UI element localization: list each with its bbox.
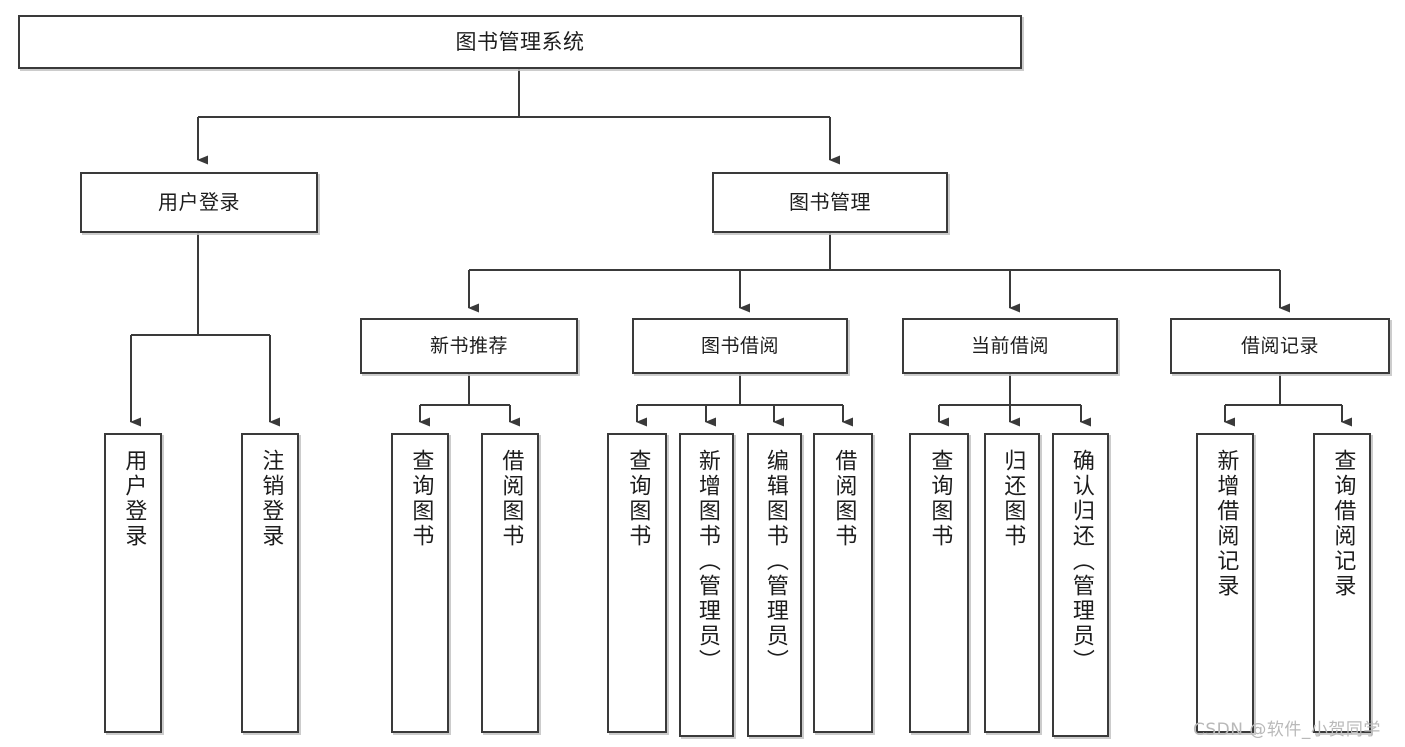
node-label: 查询借阅记录 — [1330, 449, 1356, 599]
node-label: 查询图书 — [625, 449, 651, 549]
node-label: 用户登录 — [121, 449, 147, 549]
node-label: 当前借阅 — [970, 334, 1049, 357]
node-label: 借阅图书 — [831, 449, 857, 549]
node-user-login[interactable]: 用户登录 — [80, 172, 318, 233]
node-label: 图书借阅 — [700, 334, 779, 357]
node-book-management[interactable]: 图书管理 — [712, 172, 948, 233]
node-borrow-record[interactable]: 借阅记录 — [1170, 318, 1390, 374]
node-label: 新增借阅记录 — [1213, 449, 1239, 599]
node-label: 确认归还（管理员） — [1068, 449, 1094, 674]
csdn-watermark: CSDN @软件_小贺同学 — [1193, 720, 1381, 740]
node-leaf-query-book-borrow[interactable]: 查询图书 — [607, 433, 667, 733]
node-label: 图书管理系统 — [455, 29, 585, 54]
node-leaf-edit-book-admin[interactable]: 编辑图书（管理员） — [747, 433, 802, 737]
node-root-system[interactable]: 图书管理系统 — [18, 15, 1022, 69]
node-label: 用户登录 — [158, 189, 240, 214]
node-label: 注销登录 — [258, 449, 284, 549]
node-leaf-query-borrow-record[interactable]: 查询借阅记录 — [1313, 433, 1371, 733]
node-label: 新书推荐 — [429, 334, 508, 357]
node-leaf-query-book-current[interactable]: 查询图书 — [909, 433, 969, 733]
node-leaf-return-book[interactable]: 归还图书 — [984, 433, 1040, 733]
node-label: 借阅图书 — [498, 449, 524, 549]
node-label: 归还图书 — [1000, 449, 1026, 549]
node-label: 新增图书（管理员） — [694, 449, 720, 674]
node-leaf-borrow-book[interactable]: 借阅图书 — [813, 433, 873, 733]
node-label: 查询图书 — [408, 449, 434, 549]
node-leaf-borrow-book-recommend[interactable]: 借阅图书 — [481, 433, 539, 733]
node-leaf-add-borrow-record[interactable]: 新增借阅记录 — [1196, 433, 1254, 733]
node-leaf-confirm-return-admin[interactable]: 确认归还（管理员） — [1052, 433, 1109, 737]
node-label: 借阅记录 — [1240, 334, 1319, 357]
node-label: 图书管理 — [789, 189, 871, 214]
node-leaf-user-login[interactable]: 用户登录 — [104, 433, 162, 733]
node-current-borrow[interactable]: 当前借阅 — [902, 318, 1118, 374]
node-leaf-query-book-recommend[interactable]: 查询图书 — [391, 433, 449, 733]
node-leaf-add-book-admin[interactable]: 新增图书（管理员） — [679, 433, 734, 737]
node-label: 查询图书 — [927, 449, 953, 549]
node-leaf-logout[interactable]: 注销登录 — [241, 433, 299, 733]
node-book-borrow[interactable]: 图书借阅 — [632, 318, 848, 374]
node-label: 编辑图书（管理员） — [762, 449, 788, 674]
node-new-book-recommend[interactable]: 新书推荐 — [360, 318, 578, 374]
